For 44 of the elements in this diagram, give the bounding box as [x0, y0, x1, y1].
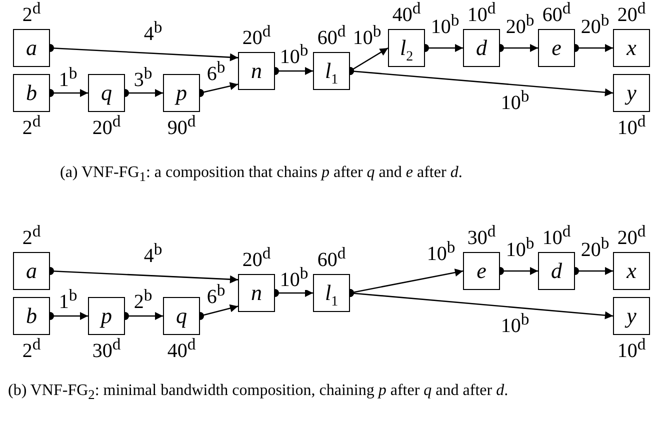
node-label: b: [26, 305, 37, 327]
node-label: y: [626, 305, 636, 327]
node-box: [613, 252, 650, 290]
node-label: n: [251, 282, 262, 304]
node-label: p: [101, 305, 112, 327]
figure-caption: (a) VNF-FG$_{1}$: a composition that chains p after q and e after d.: [60, 163, 464, 183]
node-label: e: [552, 37, 562, 59]
node-box: [613, 297, 650, 335]
node-label: d: [476, 37, 487, 59]
node-label: x: [626, 260, 636, 282]
node-box: [313, 52, 350, 90]
node-label: e: [476, 260, 486, 282]
node-label: p: [176, 82, 187, 104]
node-box: [538, 29, 575, 67]
node-box: [613, 29, 650, 67]
node-label: b: [26, 82, 37, 104]
node-box: [13, 252, 50, 290]
node-label: q: [176, 305, 187, 327]
node-box: [13, 74, 50, 112]
node-box: [238, 52, 275, 90]
node-box: [238, 274, 275, 312]
node-label: d: [551, 260, 562, 282]
node-label: y: [626, 82, 636, 104]
node-box: [163, 297, 200, 335]
node-box: [88, 297, 125, 335]
figure-caption: (b) VNF-FG$_{2}$: minimal bandwidth composition, chaining p after q and after d.: [8, 381, 510, 401]
node-label: a: [26, 260, 37, 282]
node-box: [463, 252, 500, 290]
node-label: l$_{1}$: [324, 282, 338, 304]
node-box: [13, 297, 50, 335]
node-label: a: [26, 37, 37, 59]
node-box: [313, 274, 350, 312]
node-label: n: [251, 60, 262, 82]
node-label: q: [101, 82, 112, 104]
node-box: [388, 29, 425, 67]
node-box: [88, 74, 125, 112]
node-box: [163, 74, 200, 112]
node-box: [613, 74, 650, 112]
node-box: [13, 29, 50, 67]
node-box: [538, 252, 575, 290]
node-box: [463, 29, 500, 67]
node-label: l$_{2}$: [400, 37, 414, 59]
node-label: x: [626, 37, 636, 59]
node-label: l$_{1}$: [324, 60, 338, 82]
